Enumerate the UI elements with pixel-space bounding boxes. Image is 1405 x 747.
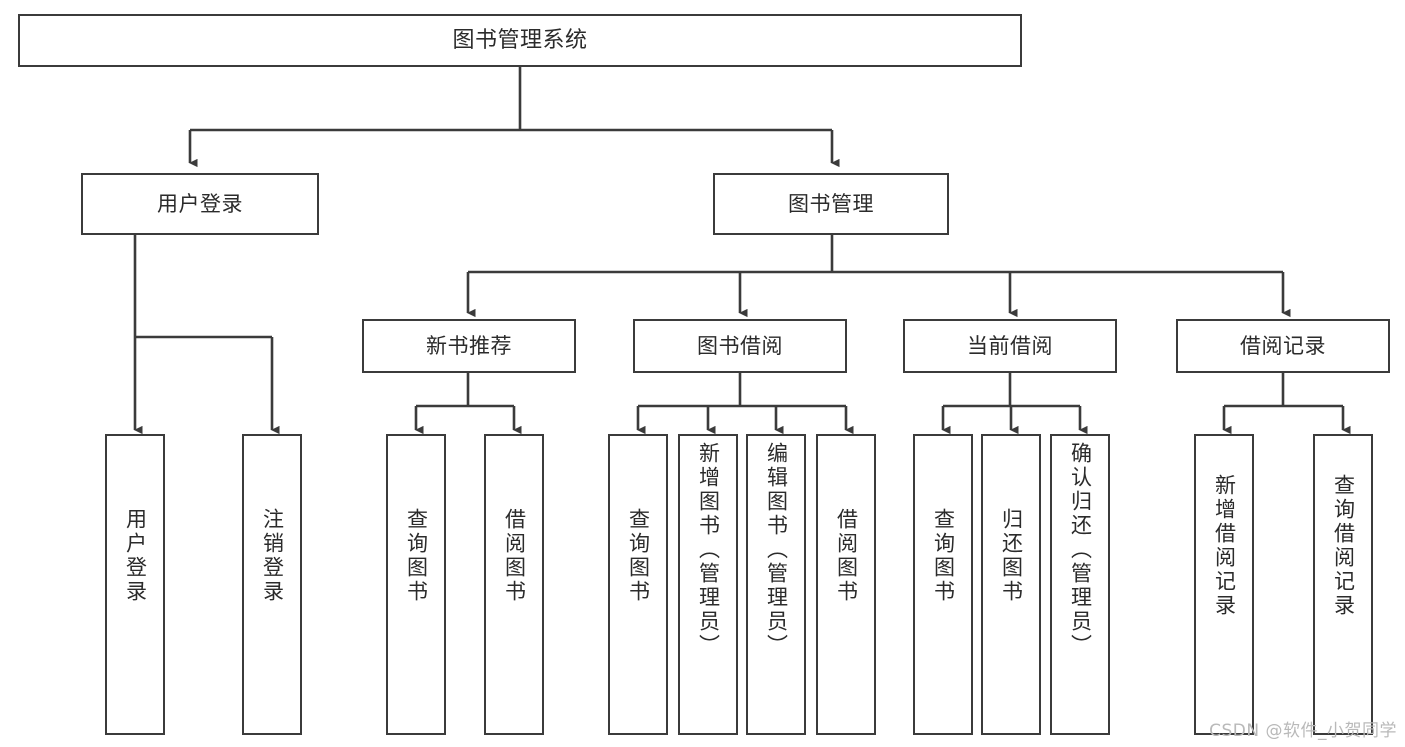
node-label: 新书推荐 [426, 333, 512, 358]
leaf-query-book-current[interactable]: 查询图书 [913, 434, 973, 735]
leaf-query-book-recommend[interactable]: 查询图书 [386, 434, 446, 735]
node-label: 查询图书 [404, 508, 429, 604]
leaf-return-book[interactable]: 归还图书 [981, 434, 1041, 735]
node-label: 归还图书 [999, 508, 1024, 604]
node-label: 新增借阅记录 [1212, 474, 1237, 618]
leaf-query-book-borrow[interactable]: 查询图书 [608, 434, 668, 735]
node-label: 新增图书（管理员） [696, 442, 721, 658]
node-label: 查询图书 [626, 508, 651, 604]
node-label: 用户登录 [123, 508, 148, 604]
node-label: 借阅图书 [502, 508, 527, 604]
node-label: 查询图书 [931, 508, 956, 604]
leaf-query-borrow-record[interactable]: 查询借阅记录 [1313, 434, 1373, 735]
leaf-confirm-return[interactable]: 确认归还（管理员） [1050, 434, 1110, 735]
node-label: 注销登录 [260, 508, 285, 604]
node-label: 查询借阅记录 [1331, 474, 1356, 618]
node-label: 图书管理系统 [452, 27, 588, 53]
node-book-borrow[interactable]: 图书借阅 [633, 319, 847, 373]
node-new-book-recommend[interactable]: 新书推荐 [362, 319, 576, 373]
node-label: 编辑图书（管理员） [764, 442, 789, 658]
node-current-borrow[interactable]: 当前借阅 [903, 319, 1117, 373]
node-label: 用户登录 [157, 191, 243, 216]
leaf-user-login[interactable]: 用户登录 [105, 434, 165, 735]
node-label: 图书管理 [788, 191, 874, 216]
leaf-add-book[interactable]: 新增图书（管理员） [678, 434, 738, 735]
node-label: 借阅记录 [1240, 333, 1326, 358]
leaf-add-borrow-record[interactable]: 新增借阅记录 [1194, 434, 1254, 735]
node-book-manage[interactable]: 图书管理 [713, 173, 949, 235]
leaf-borrow-book-recommend[interactable]: 借阅图书 [484, 434, 544, 735]
node-label: 图书借阅 [697, 333, 783, 358]
leaf-edit-book[interactable]: 编辑图书（管理员） [746, 434, 806, 735]
node-label: 确认归还（管理员） [1068, 442, 1093, 658]
leaf-logout[interactable]: 注销登录 [242, 434, 302, 735]
node-label: 当前借阅 [967, 333, 1053, 358]
node-root-system[interactable]: 图书管理系统 [18, 14, 1022, 67]
node-label: 借阅图书 [834, 508, 859, 604]
leaf-borrow-book[interactable]: 借阅图书 [816, 434, 876, 735]
node-user-login[interactable]: 用户登录 [81, 173, 319, 235]
node-borrow-record[interactable]: 借阅记录 [1176, 319, 1390, 373]
